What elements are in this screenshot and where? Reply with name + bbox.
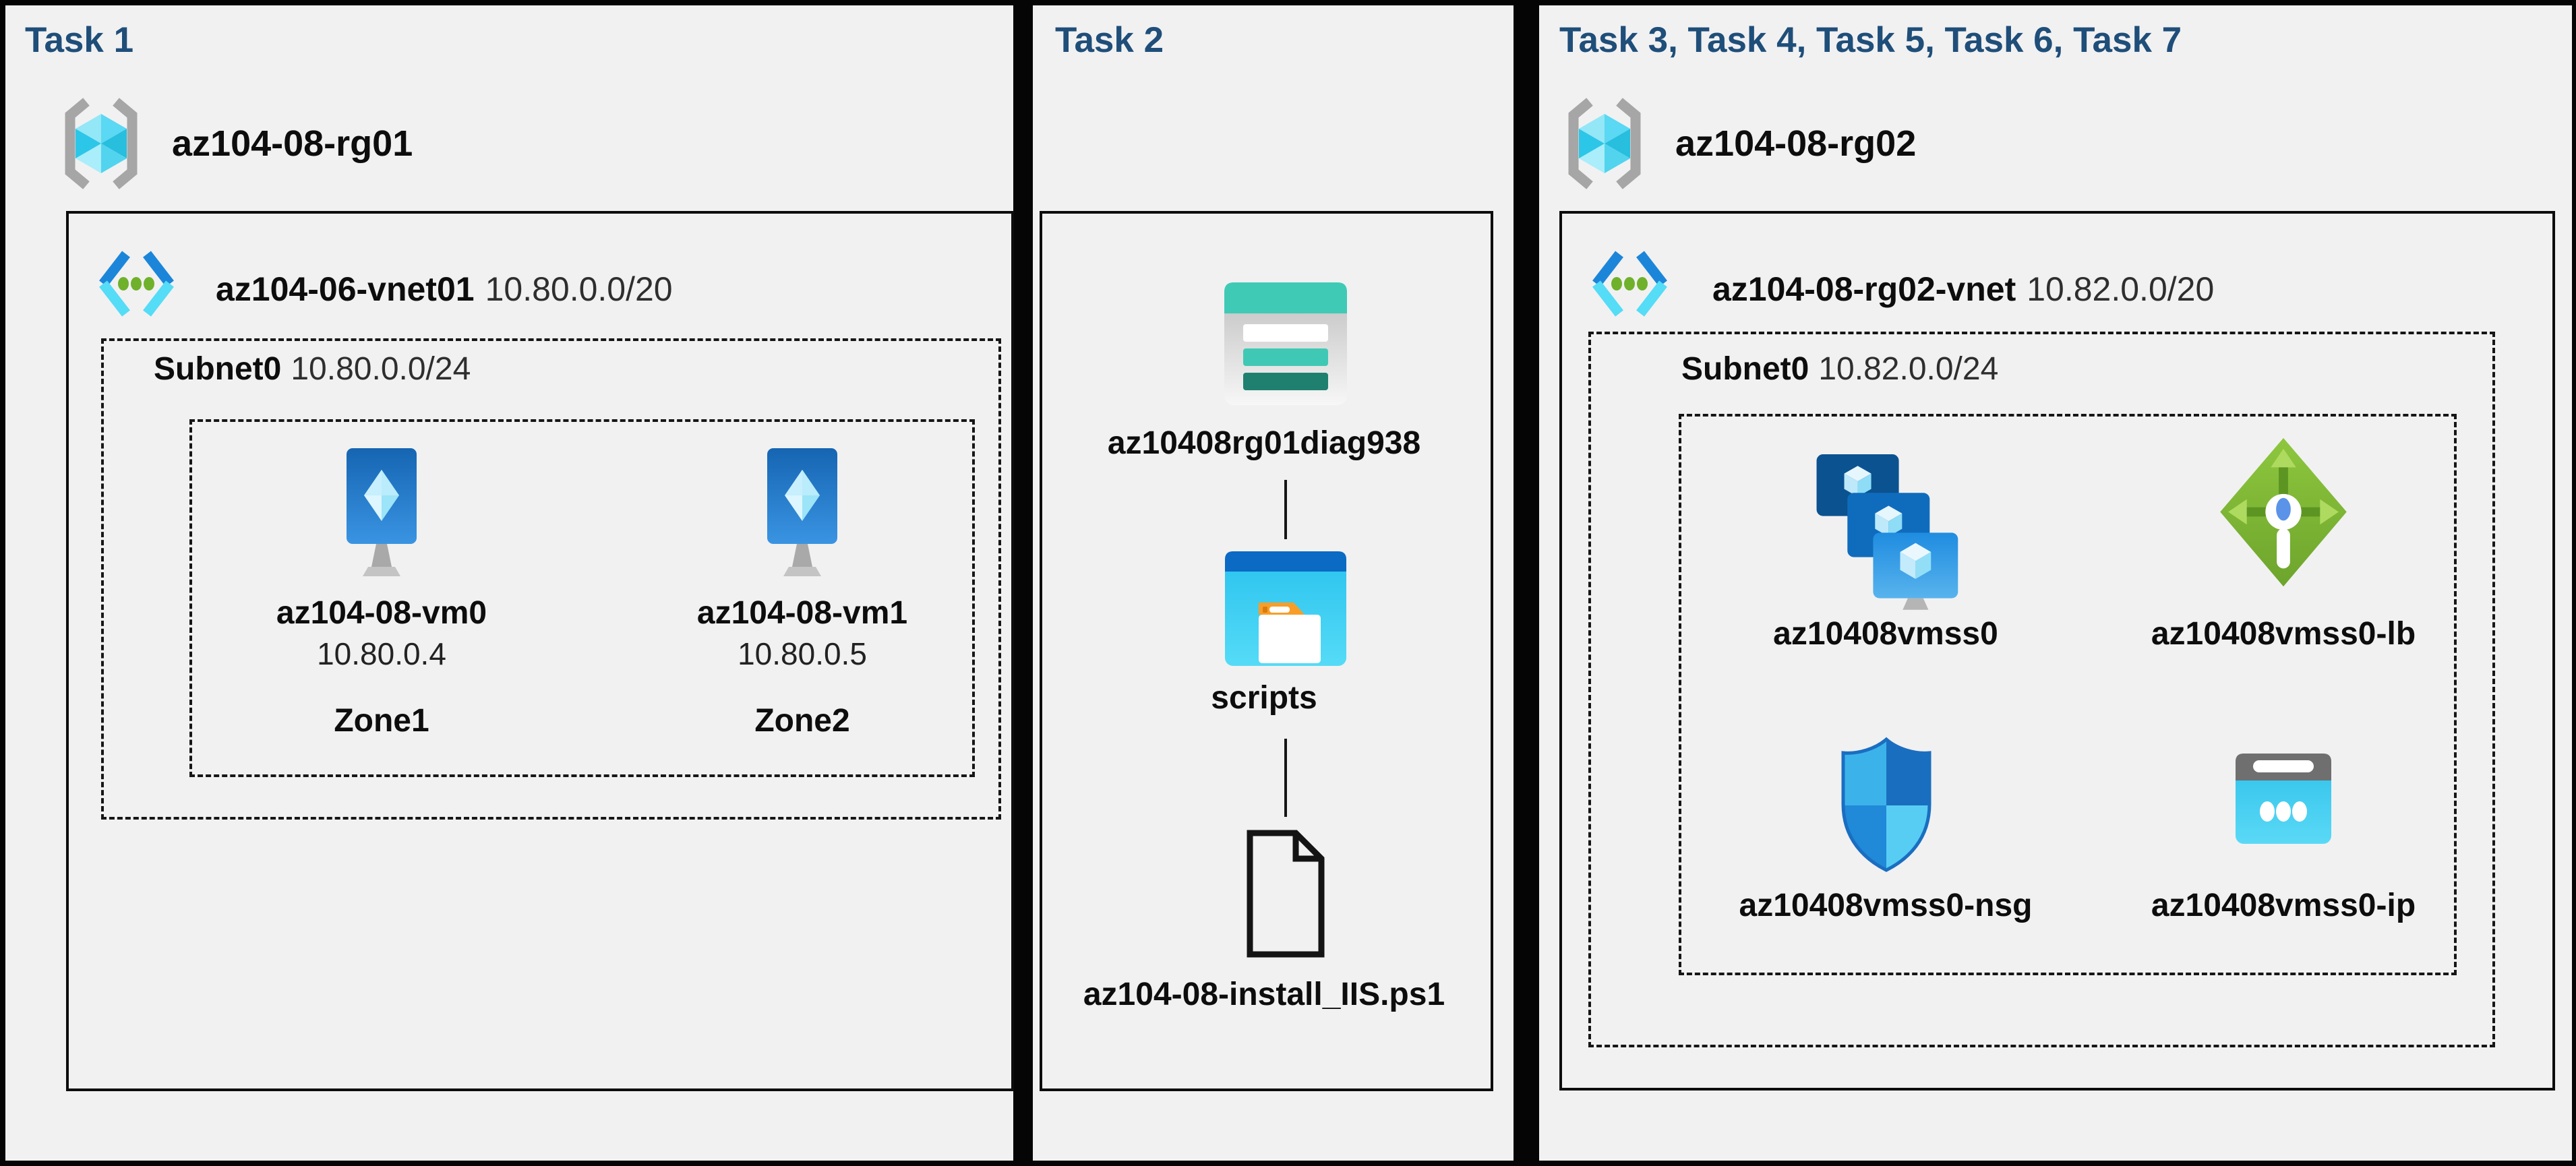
vnet-box bbox=[1559, 211, 2555, 1091]
panel-task3: Task 3, Task 4, Task 5, Task 6, Task 7 a… bbox=[1539, 5, 2572, 1161]
task2-title: Task 2 bbox=[1055, 20, 1164, 60]
blob-container-icon bbox=[1225, 551, 1346, 666]
subnet-box bbox=[1588, 332, 2495, 1047]
storage-account-name: az10408rg01diag938 bbox=[1107, 425, 1421, 461]
vm-scale-set-icon bbox=[1810, 452, 1962, 610]
vm-icon bbox=[755, 447, 849, 582]
vnet-label: az104-08-rg02-vnet 10.82.0.0/20 bbox=[1712, 270, 2214, 309]
vm-name: az104-08-vm1 bbox=[696, 595, 908, 631]
resource-group-name: az104-08-rg02 bbox=[1675, 123, 1917, 164]
vm-zone: Zone1 bbox=[334, 703, 429, 739]
vnet-cidr: 10.80.0.0/20 bbox=[485, 270, 673, 308]
vnet-box bbox=[66, 211, 1014, 1091]
vnet-cidr: 10.82.0.0/20 bbox=[2027, 270, 2215, 308]
storage-account-icon bbox=[1224, 282, 1347, 405]
virtual-network-icon bbox=[1584, 241, 1675, 332]
vmss-name: az10408vmss0 bbox=[1773, 616, 1998, 652]
lb-name: az10408vmss0-lb bbox=[2151, 616, 2416, 652]
public-ip-icon bbox=[2236, 754, 2331, 844]
vm-zone: Zone2 bbox=[754, 703, 850, 739]
script-file-name: az104-08-install_IIS.ps1 bbox=[1083, 977, 1445, 1012]
subnet-cidr: 10.80.0.0/24 bbox=[291, 351, 471, 387]
virtual-network-icon bbox=[91, 241, 182, 332]
subnet-box bbox=[101, 338, 1001, 820]
subnet-cidr: 10.82.0.0/24 bbox=[1818, 351, 1999, 387]
container-name: scripts bbox=[1211, 680, 1317, 716]
vm-icon bbox=[334, 447, 429, 582]
panel-task1: Task 1 az104-08-rg01 bbox=[5, 5, 1014, 1161]
vnet-name: az104-08-rg02-vnet bbox=[1712, 270, 2016, 308]
resource-group-icon bbox=[1557, 96, 1652, 191]
vm-ip: 10.80.0.4 bbox=[317, 636, 446, 671]
subnet-name: Subnet0 bbox=[1681, 351, 1809, 387]
connector-line bbox=[1284, 739, 1287, 817]
nsg-name: az10408vmss0-nsg bbox=[1739, 888, 2033, 923]
vm-group-box bbox=[189, 419, 975, 777]
vmss-group-box bbox=[1679, 414, 2457, 975]
connector-line bbox=[1284, 480, 1287, 539]
vm-ip: 10.80.0.5 bbox=[738, 636, 867, 671]
task1-title: Task 1 bbox=[25, 20, 134, 60]
network-security-group-icon bbox=[1832, 734, 1940, 876]
vnet-label: az104-06-vnet01 10.80.0.0/20 bbox=[216, 270, 673, 309]
subnet-name: Subnet0 bbox=[154, 351, 282, 387]
task3-title: Task 3, Task 4, Task 5, Task 6, Task 7 bbox=[1559, 20, 2182, 60]
vm-name: az104-08-vm0 bbox=[276, 595, 487, 631]
load-balancer-icon bbox=[2213, 434, 2354, 590]
public-ip-name: az10408vmss0-ip bbox=[2151, 888, 2416, 923]
panel-task2: Task 2 az10408rg01diag938 bbox=[1033, 5, 1514, 1161]
resource-group-icon bbox=[54, 96, 148, 191]
resource-group-name: az104-08-rg01 bbox=[172, 123, 413, 164]
file-icon bbox=[1245, 828, 1327, 960]
storage-flow-box bbox=[1040, 211, 1493, 1091]
vnet-name: az104-06-vnet01 bbox=[216, 270, 475, 308]
